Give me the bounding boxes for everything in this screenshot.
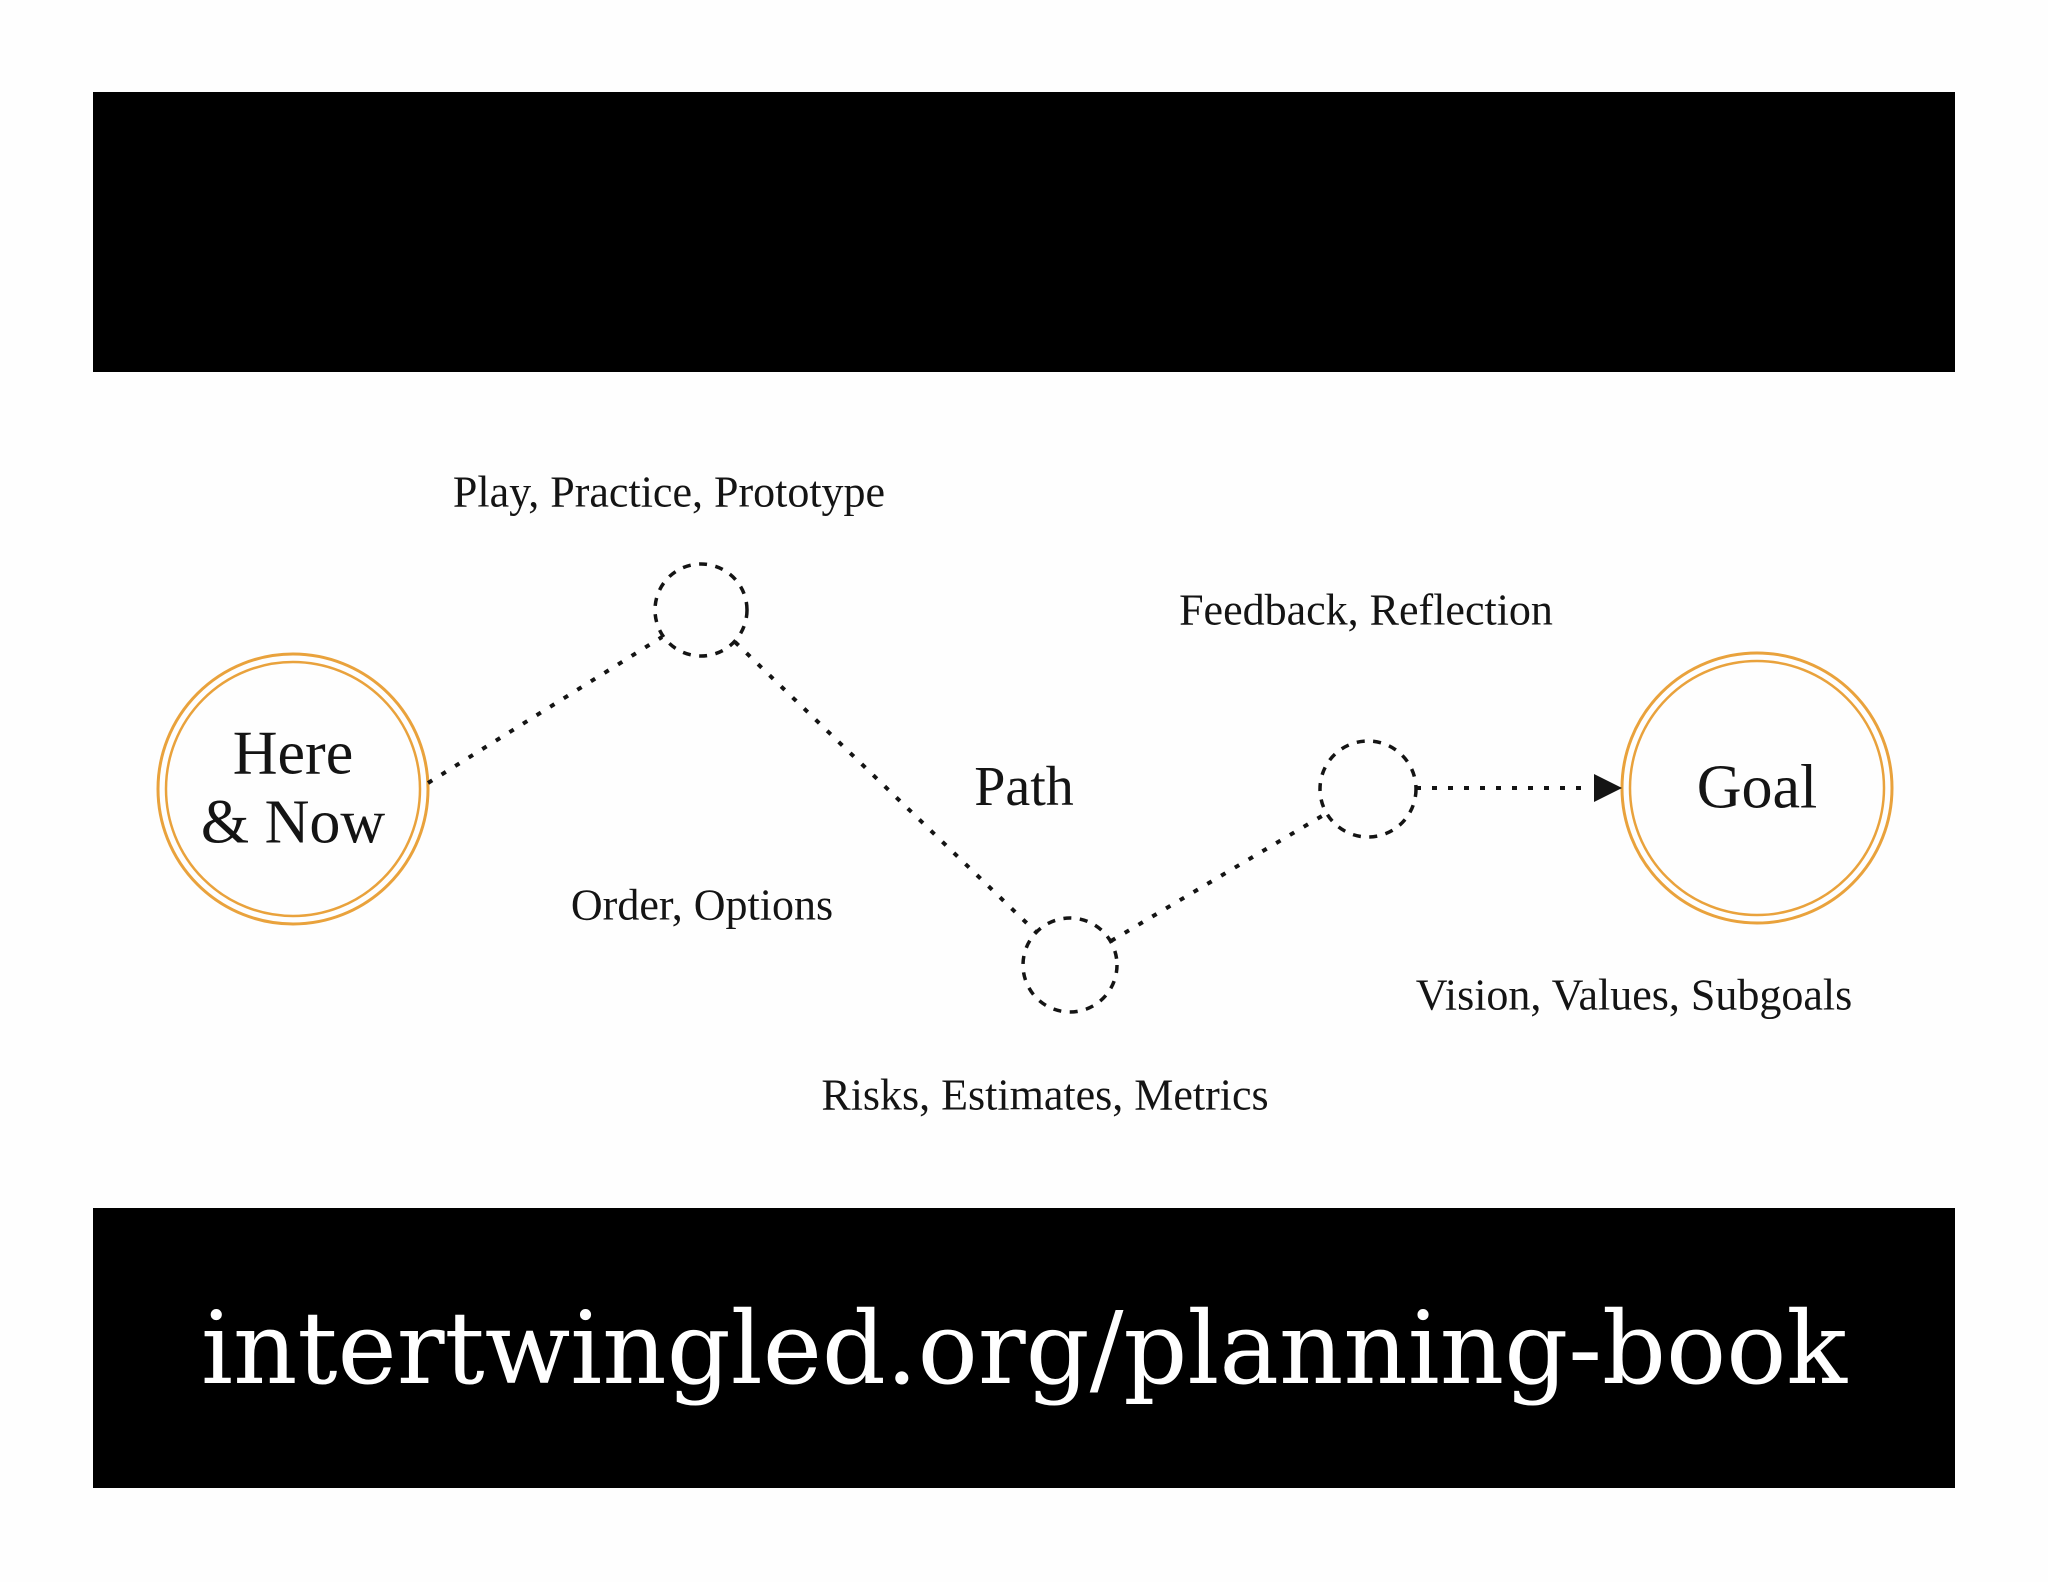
here-now-outer-ring: [156, 652, 430, 926]
top-banner: [93, 92, 1955, 372]
annotation-feedback-reflection: Feedback, Reflection: [1179, 585, 1553, 635]
arrow-head-icon: [1594, 774, 1622, 802]
path-title: Path: [974, 756, 1074, 818]
annotation-play-practice-prototype: Play, Practice, Prototype: [452, 467, 886, 517]
here-now-inner-ring: [164, 660, 422, 918]
path-segment-3: [1109, 811, 1329, 943]
waypoint-circle-2: [1021, 916, 1119, 1014]
path-segment-2: [733, 640, 1038, 934]
book-url-text: intertwingled.org/planning-book: [200, 1289, 1848, 1407]
annotation-vision-values-subgoals: Vision, Values, Subgoals: [1415, 970, 1853, 1020]
path-segment-1: [426, 635, 664, 785]
goal-node-label: Goal: [1696, 753, 1818, 822]
here-now-node-label: Here & Now: [200, 719, 386, 857]
annotation-order-options: Order, Options: [570, 880, 834, 930]
goal-inner-ring: [1628, 659, 1886, 917]
waypoint-circle-3: [1318, 739, 1418, 839]
annotation-risks-estimates-metrics: Risks, Estimates, Metrics: [821, 1070, 1269, 1120]
waypoint-circle-1: [653, 562, 749, 658]
bottom-banner: intertwingled.org/planning-book: [93, 1208, 1955, 1488]
